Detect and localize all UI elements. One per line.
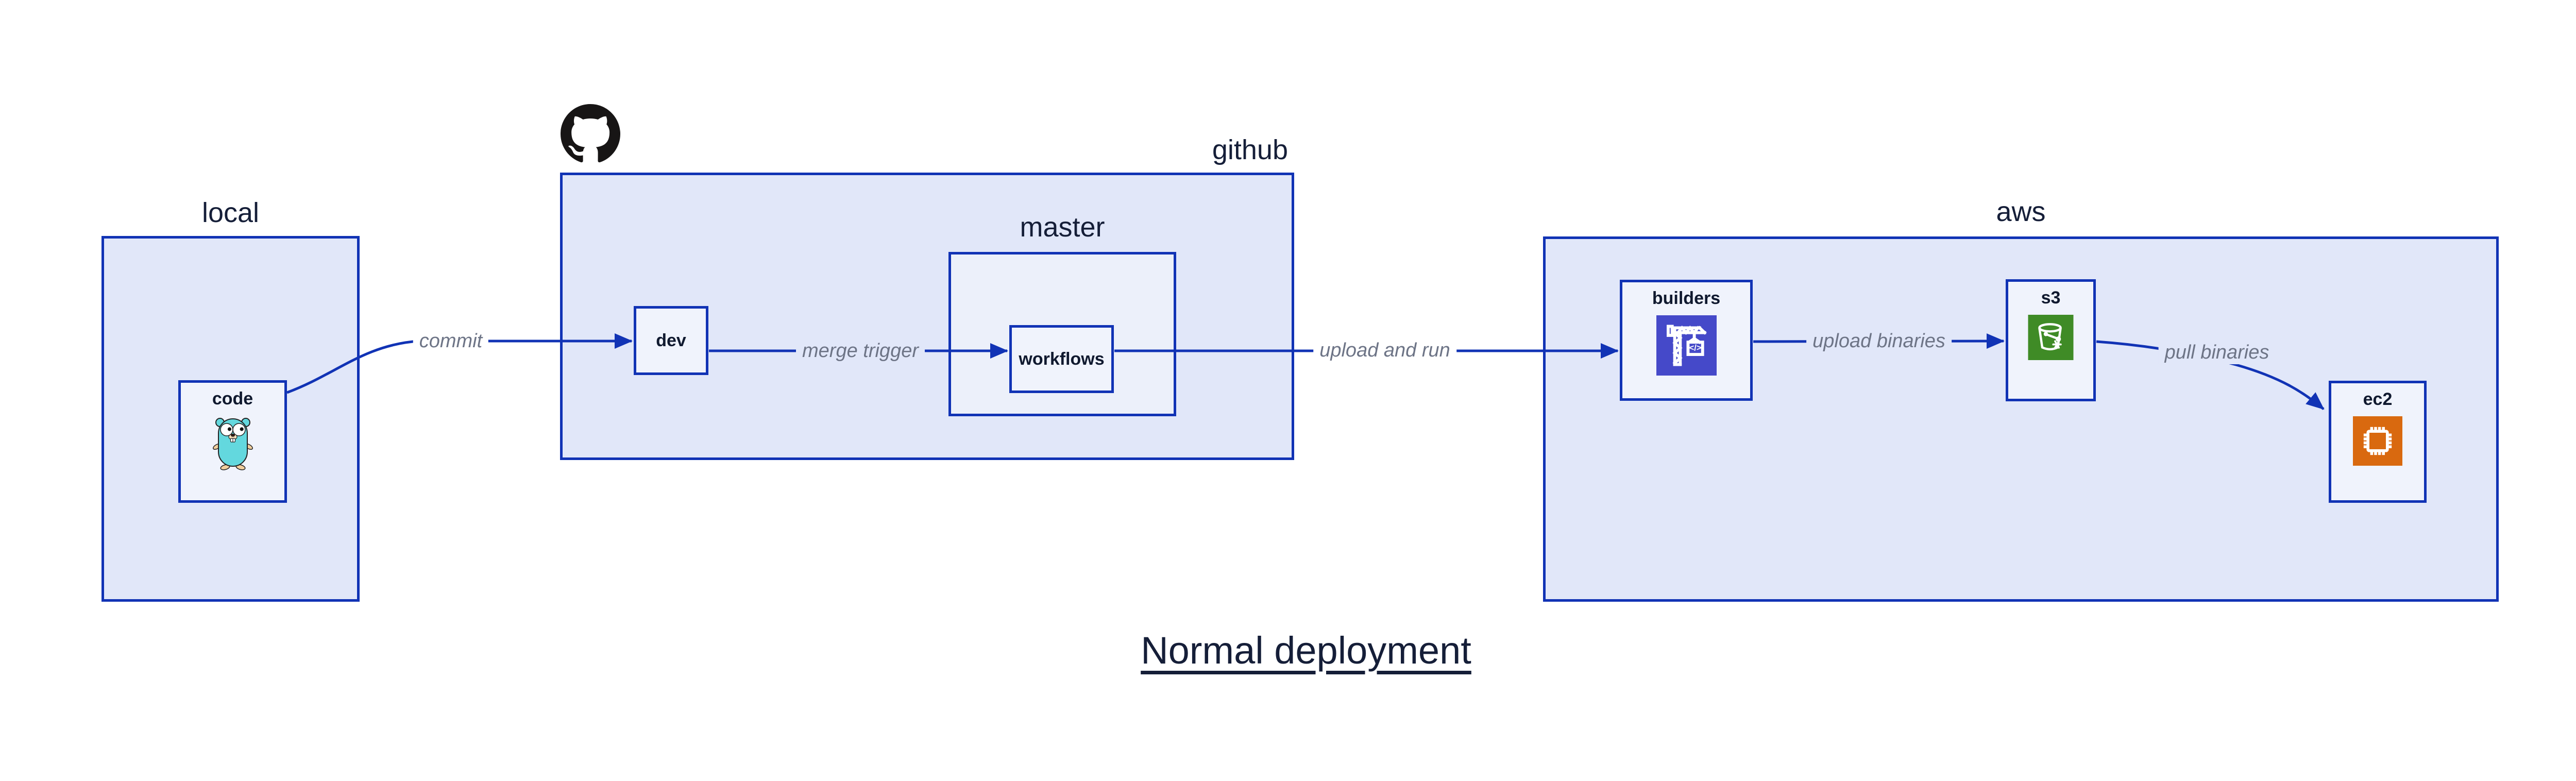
edge-label-commit: commit	[413, 329, 489, 353]
dev-node: dev	[634, 306, 708, 375]
crane-code-glyph: </>	[1689, 343, 1701, 353]
builders-node: builders <	[1620, 280, 1753, 401]
code-node: code	[178, 380, 287, 503]
ec2-node-label: ec2	[2363, 389, 2393, 409]
edge-label-upload-and-run: upload and run	[1313, 338, 1456, 362]
ec2-chip-icon	[2353, 416, 2402, 466]
edge-label-upload-binaries: upload binaries	[1806, 329, 1952, 353]
edge-label-pull-binaries: pull binaries	[2158, 341, 2276, 364]
local-group-label: local	[201, 197, 260, 228]
master-group-label: master	[1020, 212, 1105, 243]
builders-node-label: builders	[1652, 288, 1721, 308]
dev-node-label: dev	[656, 331, 686, 350]
diagram-title: Normal deployment	[1141, 629, 1471, 672]
s3-node-label: s3	[2041, 288, 2061, 308]
github-group-label: github	[1212, 134, 1288, 165]
ec2-node: ec2	[2329, 381, 2427, 503]
aws-group-label: aws	[1996, 196, 2046, 227]
crane-codebuild-icon: </>	[1656, 315, 1717, 376]
s3-node: s3	[2006, 279, 2096, 401]
workflows-node-label: workflows	[1019, 349, 1105, 369]
go-gopher-icon	[212, 416, 253, 470]
workflows-node: workflows	[1009, 325, 1114, 393]
code-node-label: code	[212, 389, 253, 409]
github-octocat-icon	[561, 104, 620, 166]
s3-bucket-icon	[2028, 315, 2074, 360]
edge-label-merge-trigger: merge trigger	[796, 339, 925, 363]
